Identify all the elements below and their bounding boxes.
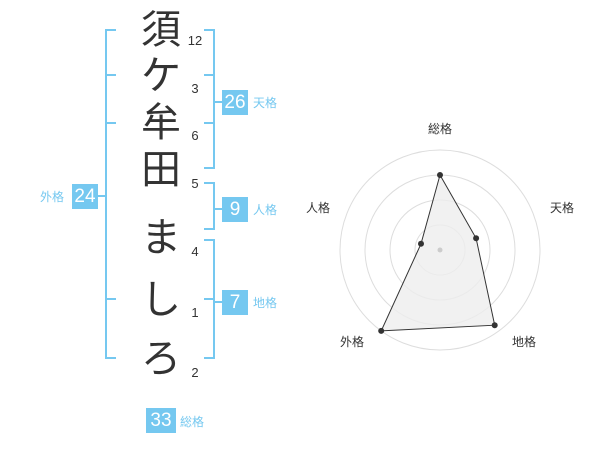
name-char-2: ケ [141, 53, 181, 99]
radar-axis-label-jinkaku: 人格 [305, 201, 330, 215]
name-char-1: 須 [141, 7, 181, 53]
chikaku-label: 地格 [253, 296, 278, 310]
radar-point-4 [378, 327, 385, 334]
radar-grid-ring [339, 149, 541, 351]
stroke-count-4: 5 [191, 176, 199, 191]
stroke-count-6: 1 [191, 305, 199, 320]
soukaku-badge: 33 [146, 408, 176, 433]
chikaku-badge: 7 [222, 290, 248, 315]
jinkaku-badge: 9 [222, 197, 248, 222]
radar-axis-label-chikaku: 地格 [511, 335, 536, 349]
radar-axis-label-tenkaku: 天格 [549, 201, 574, 215]
gaikaku-bracket [105, 29, 116, 359]
stroke-count-5: 4 [191, 244, 199, 259]
jinkaku-bracket [204, 182, 215, 230]
name-char-5: ま [141, 215, 181, 261]
stroke-count-3: 6 [191, 128, 199, 143]
radar-series-polygon [380, 173, 496, 332]
radar-point-5 [418, 240, 424, 247]
radar-axis-label-soukaku: 総格 [427, 122, 452, 136]
radar-point-3 [491, 322, 498, 329]
tenkaku-bracket [204, 29, 215, 169]
name-char-3: 牟 [141, 100, 181, 146]
chikaku-bracket [204, 239, 215, 359]
stroke-count-7: 2 [191, 365, 199, 380]
jinkaku-label: 人格 [253, 203, 278, 217]
tenkaku-label: 天格 [253, 96, 278, 110]
name-char-7: ろ [141, 336, 181, 382]
name-char-4: 田 [141, 147, 181, 193]
radar-center-dot [437, 247, 443, 253]
soukaku-label: 総格 [180, 415, 205, 429]
stroke-count-2: 3 [191, 81, 199, 96]
gaikaku-badge: 24 [72, 184, 98, 209]
gaikaku-label: 外格 [40, 190, 65, 204]
name-char-6: し [141, 277, 181, 323]
stroke-count-1: 12 [187, 33, 203, 48]
radar-point-2 [473, 235, 480, 242]
tenkaku-badge: 26 [222, 90, 248, 115]
radar-axis-label-gaikaku: 外格 [339, 335, 364, 349]
radar-point-1 [437, 172, 443, 178]
